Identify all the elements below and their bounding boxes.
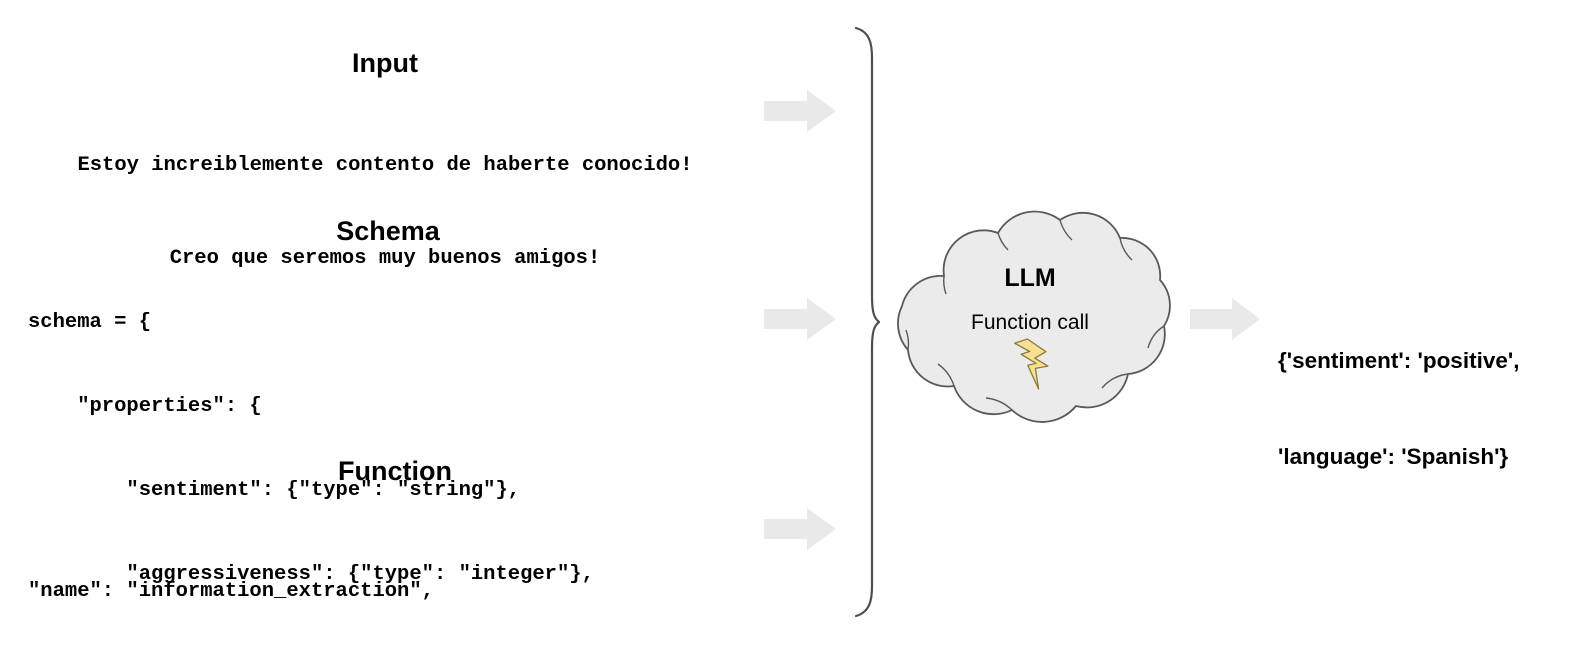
schema-heading: Schema bbox=[336, 216, 440, 246]
function-arrow-icon bbox=[764, 508, 836, 550]
schema-arrow-icon bbox=[764, 298, 836, 340]
output-text-block: {'sentiment': 'positive', 'language': 'S… bbox=[1278, 281, 1519, 537]
schema-line-1: schema = { bbox=[28, 311, 152, 334]
input-text-block: Estoy increiblemente contento de haberte… bbox=[20, 88, 750, 336]
input-line-1: Estoy increiblemente contento de haberte… bbox=[77, 154, 693, 177]
input-arrow-icon bbox=[764, 90, 836, 132]
schema-line-2: "properties": { bbox=[28, 395, 262, 418]
input-heading: Input bbox=[352, 48, 418, 78]
llm-title: LLM bbox=[1004, 264, 1056, 292]
llm-subtitle: Function call bbox=[971, 311, 1089, 334]
input-line-2: Creo que seremos muy buenos amigos! bbox=[169, 247, 601, 270]
schema-code-block: schema = { "properties": { "sentiment": … bbox=[28, 253, 594, 647]
function-line-1: "name": "information_extraction", bbox=[28, 580, 434, 603]
output-arrow-icon bbox=[1190, 298, 1260, 340]
schema-line-4: "aggressiveness": {"type": "integer"}, bbox=[28, 563, 594, 586]
function-code-block: "name": "information_extraction", "descr… bbox=[28, 492, 717, 647]
grouping-brace bbox=[838, 24, 880, 620]
lightning-bolt-icon bbox=[1006, 338, 1056, 390]
function-heading: Function bbox=[338, 456, 452, 486]
llm-cloud-shape bbox=[880, 198, 1180, 426]
output-line-1: {'sentiment': 'positive', bbox=[1278, 348, 1520, 373]
schema-line-3: "sentiment": {"type": "string"}, bbox=[28, 479, 521, 502]
output-line-2: 'language': 'Spanish'} bbox=[1278, 444, 1509, 469]
